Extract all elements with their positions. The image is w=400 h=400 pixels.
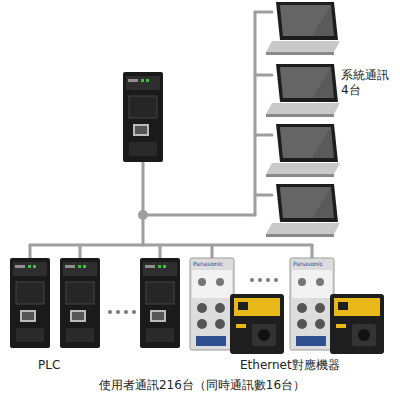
brand-logo: Panasonic: [293, 260, 333, 268]
caption-note: 使用者通訊216台（同時通訊數16台）: [2, 378, 400, 393]
device-label: Ethernet對應機器: [240, 358, 380, 373]
group-label: 系統通訊 4台: [341, 68, 395, 98]
device-label: PLC: [38, 358, 78, 373]
brand-logo: Panasonic: [193, 260, 233, 268]
